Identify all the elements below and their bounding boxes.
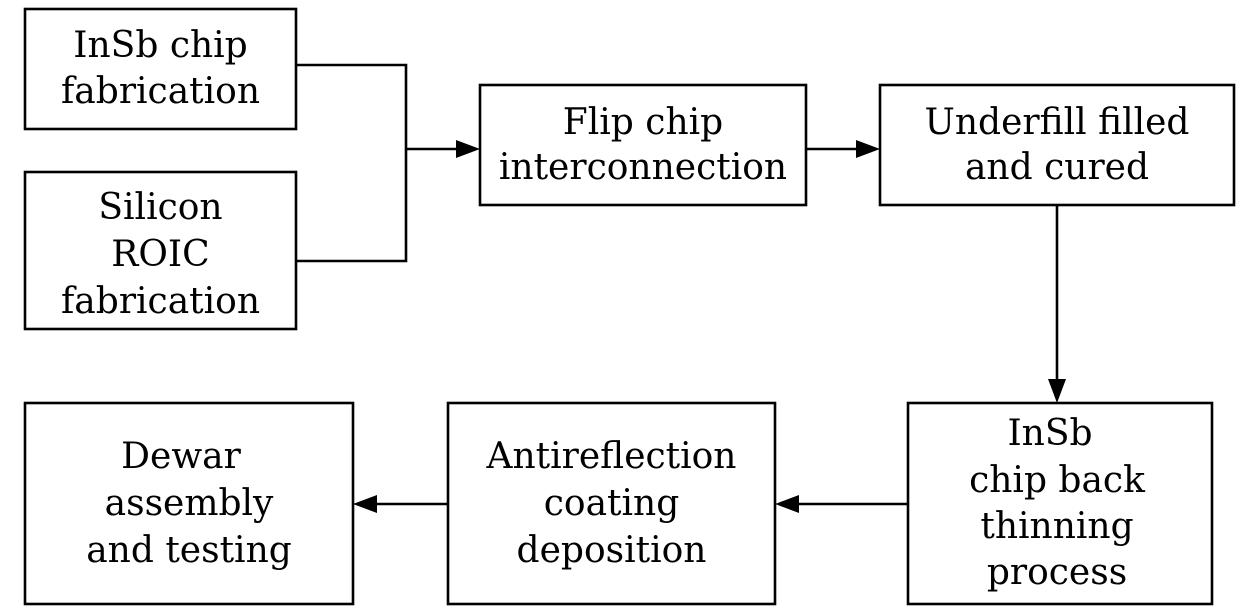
node-label-line: thinning bbox=[980, 506, 1133, 547]
node-label-line: assembly bbox=[105, 483, 274, 524]
node-antireflection-coating-deposition: Antireflection coating deposition bbox=[446, 401, 777, 606]
node-label-line: chip back bbox=[969, 460, 1146, 501]
arrowhead-flip-chip bbox=[456, 140, 480, 158]
node-label-line: InSb chip bbox=[73, 25, 247, 66]
node-label-line: deposition bbox=[517, 530, 707, 571]
edge-insb-to-merge bbox=[296, 63, 408, 149]
node-label-line: fabrication bbox=[61, 281, 260, 322]
arrowhead-antireflection bbox=[775, 495, 799, 513]
node-dewar-assembly-and-testing: Dewar assembly and testing bbox=[23, 401, 355, 606]
arrowhead-thinning bbox=[1048, 379, 1066, 403]
arrowhead-underfill bbox=[856, 140, 880, 158]
edge-silicon-to-merge bbox=[296, 149, 408, 263]
node-label-line: InSb bbox=[1007, 413, 1092, 454]
node-label-line: Dewar bbox=[121, 436, 241, 477]
node-label-line: process bbox=[987, 552, 1127, 593]
node-label-line: and testing bbox=[86, 530, 292, 571]
node-label-line: and cured bbox=[965, 147, 1149, 188]
node-label-line: coating bbox=[544, 483, 680, 524]
node-label-line: Silicon bbox=[98, 187, 222, 228]
node-label-line: Underfill filled bbox=[925, 102, 1190, 143]
node-insb-chip-back-thinning: InSb chip back thinning process bbox=[906, 401, 1214, 606]
node-label-line: fabrication bbox=[61, 71, 260, 112]
node-flip-chip-interconnection: Flip chip interconnection bbox=[478, 83, 808, 207]
node-underfill-filled-and-cured: Underfill filled and cured bbox=[878, 83, 1236, 207]
node-label-line: interconnection bbox=[499, 147, 787, 188]
node-label-line: Flip chip bbox=[563, 102, 723, 143]
node-insb-chip-fabrication: InSb chip fabrication bbox=[23, 7, 298, 131]
node-label-line: ROIC bbox=[111, 234, 209, 275]
node-label-line: Antireflection bbox=[486, 436, 737, 477]
arrowhead-dewar bbox=[353, 495, 377, 513]
node-silicon-roic-fabrication: Silicon ROIC fabrication bbox=[23, 170, 298, 331]
